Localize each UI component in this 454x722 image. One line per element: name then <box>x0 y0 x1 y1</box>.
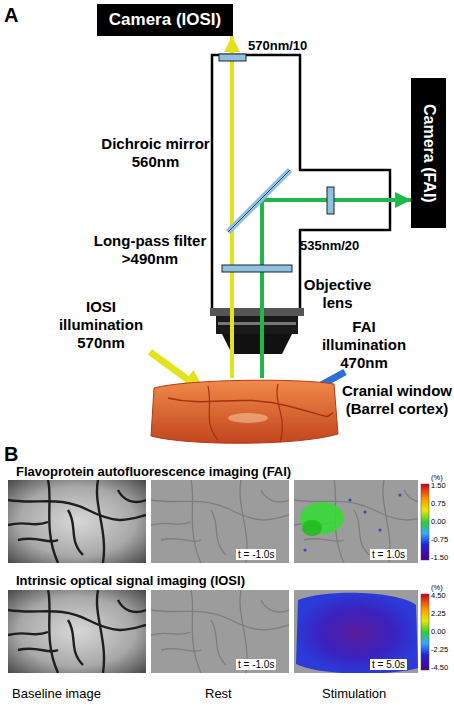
colorbar-tick: 2.25 <box>431 609 446 618</box>
row-title: Intrinsic optical signal imaging (IOSI) <box>16 573 245 588</box>
light-path <box>230 36 234 378</box>
noise-dot <box>304 549 307 552</box>
filter-label: 535nm/20 <box>300 238 359 253</box>
bandpass-filter <box>219 54 246 61</box>
objective-lens <box>210 308 304 354</box>
dichroic-mirror-edge <box>228 170 290 232</box>
image-background <box>8 590 146 673</box>
tissue-blob <box>151 380 338 443</box>
colorbar-tick: -0.75 <box>431 535 448 544</box>
column-label: Baseline image <box>12 686 101 701</box>
tissue-highlight <box>228 413 268 423</box>
sample-label: Cranial window (Barrel cortex) <box>342 382 452 418</box>
tissue-vessel <box>208 386 218 440</box>
objective-band <box>218 322 296 325</box>
camera-box: Camera (IOSI) <box>97 4 233 36</box>
column-label: Stimulation <box>322 686 386 701</box>
vessels <box>151 590 289 673</box>
colorbar-tick: -1.50 <box>431 553 448 562</box>
vessels <box>8 480 146 563</box>
activation-core <box>302 520 322 536</box>
image-background <box>294 480 418 563</box>
baseline-image <box>8 480 146 563</box>
time-stamp: t = 5.0s <box>370 659 407 670</box>
illumination-label: IOSI illumination 570nm <box>55 298 147 352</box>
noise-dot <box>399 494 402 497</box>
colorbar-tick: -2.25 <box>431 645 448 654</box>
vessels <box>294 480 418 563</box>
column-label: Rest <box>205 686 232 701</box>
bandpass-filter <box>327 187 334 214</box>
colorbar <box>421 484 429 560</box>
tissue-vessel <box>277 384 282 442</box>
component-label: Dichroic mirror 560nm <box>98 135 213 171</box>
colorbar-tick: 0.00 <box>431 627 446 636</box>
image-background <box>151 480 289 563</box>
cranial-window: Cranial window (Barrel cortex) <box>148 378 340 446</box>
stimulation-image <box>294 480 418 563</box>
image-background <box>294 590 418 673</box>
illumination-label: FAI illumination 470nm <box>318 318 410 372</box>
activation-patch <box>296 593 418 673</box>
colorbar-tick: 0.75 <box>431 499 446 508</box>
tissue-shape <box>148 378 340 446</box>
stimulation-image <box>294 590 418 673</box>
long-pass-filter <box>222 265 292 272</box>
panel-letter: B <box>4 443 18 466</box>
microscope-body <box>212 55 390 310</box>
noise-dot <box>379 529 382 532</box>
vessels <box>8 590 146 673</box>
objective-barrel <box>216 316 298 334</box>
component-label: Long-pass filter >490nm <box>90 232 210 268</box>
colorbar-tick: 0.00 <box>431 517 446 526</box>
rest-image <box>151 590 289 673</box>
noise-dot <box>364 511 367 514</box>
row-title: Flavoprotein autofluorescence imaging (F… <box>16 464 291 479</box>
colorbar-tick: 1.50 <box>431 481 446 490</box>
colorbar-unit: (%) <box>431 473 443 482</box>
image-background <box>151 590 289 673</box>
time-stamp: t = -1.0s <box>236 659 276 670</box>
time-stamp: t = -1.0s <box>236 549 276 560</box>
camera-box: Camera (FAI) <box>411 78 446 228</box>
colorbar-unit: (%) <box>431 583 443 592</box>
colorbar <box>421 594 429 670</box>
colorbar-tick: -4.50 <box>431 663 448 672</box>
filter-label: 570nm/10 <box>248 38 307 53</box>
time-stamp: t = 1.0s <box>370 549 407 560</box>
camera-label: Camera (IOSI) <box>109 10 221 30</box>
vessels <box>151 480 289 563</box>
light-path <box>262 200 411 378</box>
noise-dot <box>349 499 352 502</box>
component-label: Objective lens <box>300 276 375 312</box>
image-background <box>8 480 146 563</box>
colorbar-tick: 4.50 <box>431 591 446 600</box>
rest-image <box>151 480 289 563</box>
objective-collar <box>210 308 304 316</box>
panel-letter: A <box>4 4 18 27</box>
dichroic-mirror <box>228 170 290 232</box>
camera-label: Camera (FAI) <box>420 104 438 203</box>
baseline-image <box>8 590 146 673</box>
